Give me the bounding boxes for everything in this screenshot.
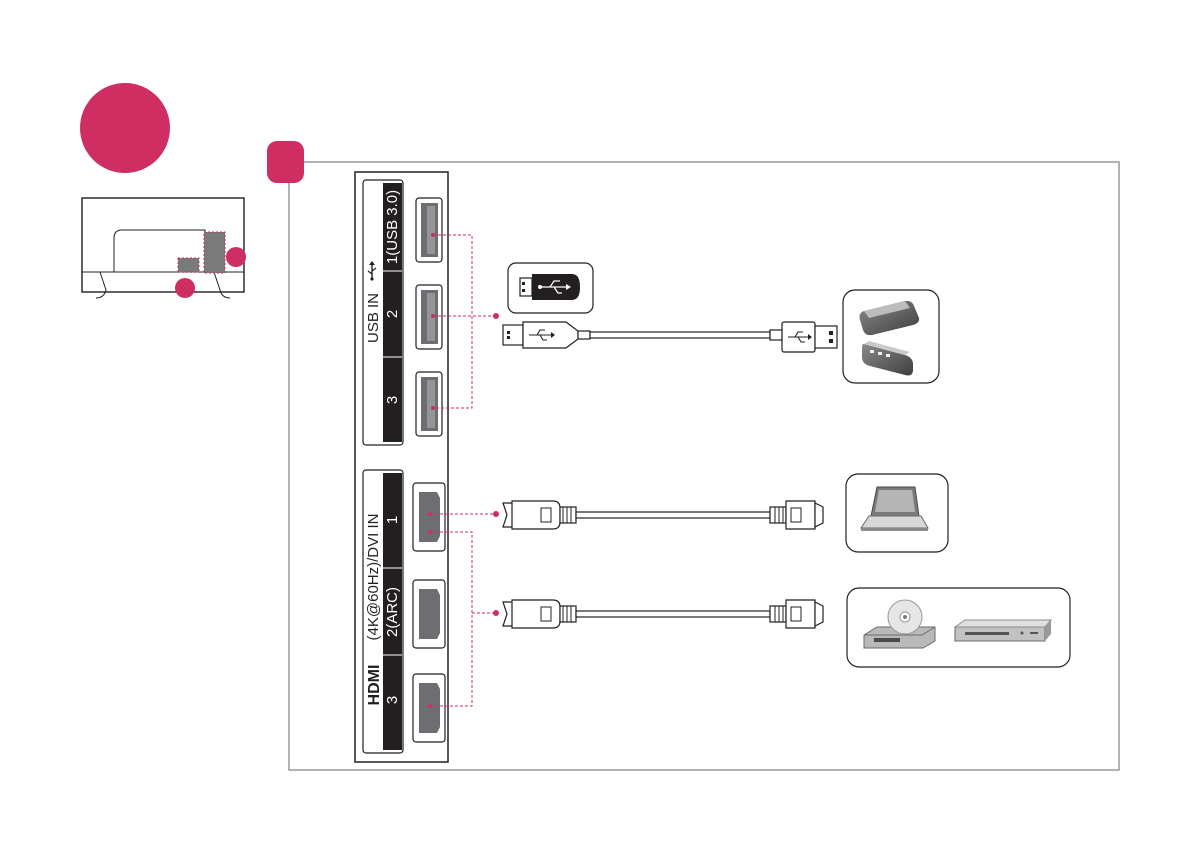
usb-port-2: [416, 285, 442, 349]
usb-cable: [503, 322, 837, 352]
usb-port-2-label: 2: [384, 310, 401, 318]
av-devices-box: [847, 588, 1070, 667]
usb-port-1-label: 1(USB 3.0): [384, 190, 401, 264]
external-hdd-icon: [843, 290, 939, 383]
hdmi-port-3-label: 3: [384, 696, 401, 704]
hdmi-logo: HDMI: [366, 665, 383, 706]
tv-back-thumbnail: [82, 198, 246, 298]
marker-b: [175, 278, 195, 298]
hdmi-cable-1: [503, 501, 823, 529]
step-marker-circle: [80, 83, 170, 173]
hdmi-port-3: [413, 674, 445, 742]
hdmi-port-1: [413, 483, 445, 551]
hdmi-port-2-label: 2(ARC): [384, 587, 401, 637]
marker-a: [226, 247, 246, 267]
usb-flash-drive-icon: [508, 263, 593, 313]
section-tab: [267, 141, 304, 183]
hdmi-port-1-label: 1: [384, 516, 401, 524]
usb-panel-title: USB IN: [365, 293, 382, 343]
usb-port-1: [416, 198, 442, 262]
usb-port-3: [416, 372, 442, 436]
hdmi-label-strip: 1 2(ARC) 3 HDMI (4K@60Hz)/DVI IN: [363, 470, 403, 753]
usb-port-3-label: 3: [384, 396, 401, 404]
laptop-icon: [846, 474, 948, 552]
usb-label-strip: 1(USB 3.0) 2 3 USB IN: [363, 180, 403, 445]
hdmi-port-2: [413, 580, 445, 648]
hdmi-panel-title: (4K@60Hz)/DVI IN: [365, 514, 382, 641]
hdmi-cable-2: [503, 600, 823, 628]
set-top-box-icon: [955, 620, 1051, 641]
